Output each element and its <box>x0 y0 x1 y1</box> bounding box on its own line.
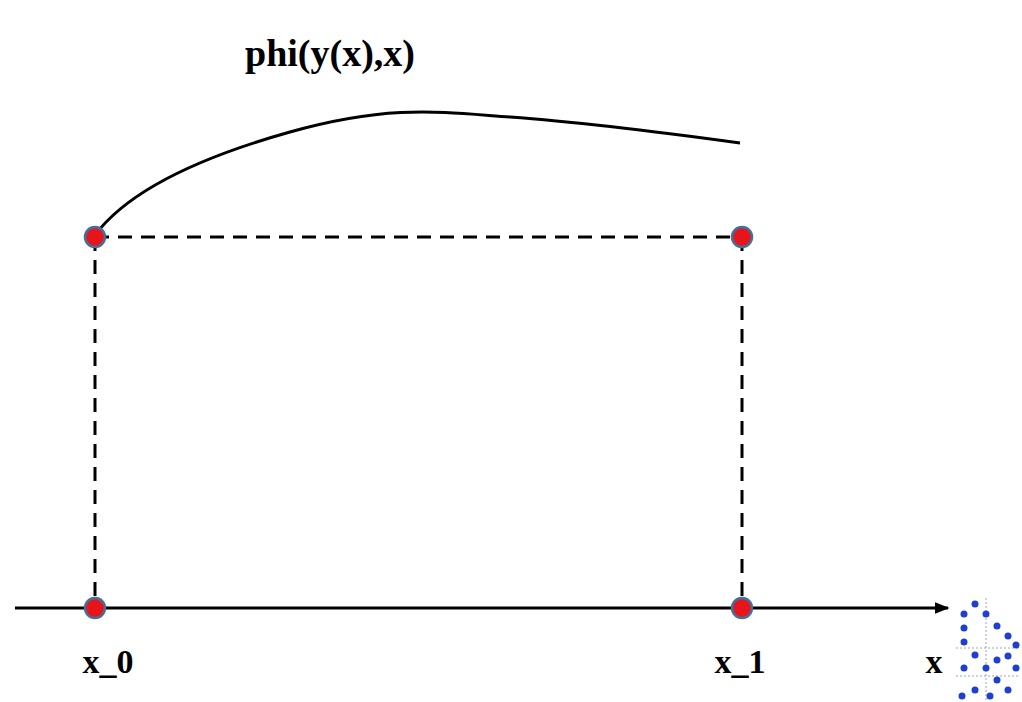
x-axis <box>15 607 948 610</box>
axis-name-label: x <box>926 645 943 679</box>
dashed-right-line <box>741 237 744 608</box>
marker-dots <box>85 227 752 618</box>
axis-tick-label: x_1 <box>715 645 766 679</box>
marker-dot <box>85 227 105 247</box>
marker-dot <box>732 227 752 247</box>
function-curve <box>95 112 740 235</box>
dashed-level-line <box>95 236 742 239</box>
axis-tick-label: x_0 <box>83 645 134 679</box>
marker-dot <box>732 598 752 618</box>
plot-title: phi(y(x),x) <box>245 34 415 72</box>
dot-icon <box>956 598 1020 700</box>
marker-dot <box>85 598 105 618</box>
dashed-left-line <box>94 237 97 608</box>
